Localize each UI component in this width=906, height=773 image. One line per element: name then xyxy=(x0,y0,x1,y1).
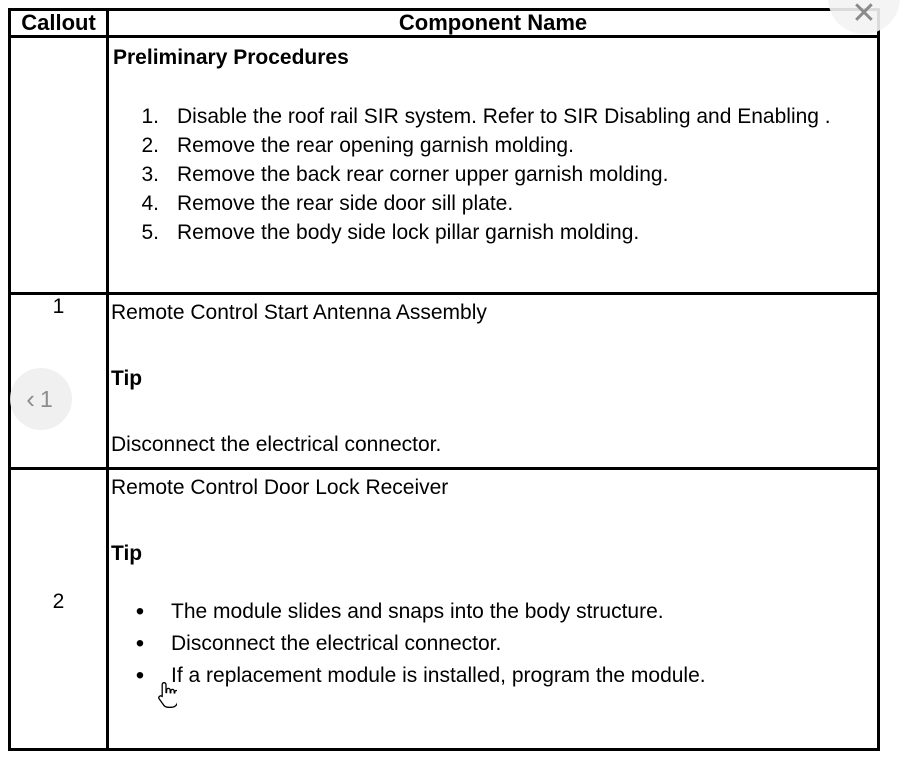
list-item-number: 1. xyxy=(141,105,159,129)
callout-cell-2: 2 xyxy=(8,467,109,752)
chevron-left-icon: ‹ xyxy=(26,384,38,414)
list-item-text: Remove the rear opening garnish molding. xyxy=(177,134,574,158)
list-item: 4. Remove the rear side door sill plate. xyxy=(109,190,877,219)
list-item-number: 5. xyxy=(141,221,159,245)
bullet-glyph: • xyxy=(135,597,145,625)
preliminary-procedures-list: 1. Disable the roof rail SIR system. Ref… xyxy=(109,103,877,248)
close-icon: ✕ xyxy=(851,0,877,31)
list-item-number: 4. xyxy=(141,192,159,216)
component-cell-1: Remote Control Start Antenna Assembly Ti… xyxy=(106,292,880,471)
list-item: 5. Remove the body side lock pillar garn… xyxy=(109,219,877,248)
component-name-text: Remote Control Start Antenna Assembly xyxy=(111,301,487,325)
list-item-text: If a replacement module is installed, pr… xyxy=(171,664,706,688)
callout-number: 1 xyxy=(52,295,65,319)
component-procedure-table: Callout Component Name Preliminary Proce… xyxy=(8,7,880,752)
component-name-text: Remote Control Door Lock Receiver xyxy=(111,476,449,500)
tip-bullet-list: • The module slides and snaps into the b… xyxy=(109,596,877,693)
list-item-text: The module slides and snaps into the bod… xyxy=(171,599,664,623)
list-item-text: Disable the roof rail SIR system. Refer … xyxy=(177,105,831,129)
previous-page-button[interactable]: ‹ 1 xyxy=(10,368,72,430)
callout-number: 2 xyxy=(52,590,65,614)
list-item: 2. Remove the rear opening garnish moldi… xyxy=(109,132,877,161)
list-item-number: 3. xyxy=(141,163,159,187)
list-item-text: Remove the rear side door sill plate. xyxy=(177,192,514,216)
list-item: 1. Disable the roof rail SIR system. Ref… xyxy=(109,103,877,132)
tip-text: Disconnect the electrical connector. xyxy=(111,432,442,456)
page-number-label: 1 xyxy=(39,385,56,412)
tip-label: Tip xyxy=(111,366,143,390)
list-item-number: 2. xyxy=(141,134,159,158)
table-row: 2 Remote Control Door Lock Receiver Tip … xyxy=(8,467,880,752)
callout-cell-empty xyxy=(8,35,109,296)
list-item: • Disconnect the electrical connector. xyxy=(109,628,877,660)
list-item-text: Disconnect the electrical connector. xyxy=(171,631,502,655)
table-row: 1 Remote Control Start Antenna Assembly … xyxy=(8,292,880,471)
header-callout: Callout xyxy=(8,7,109,39)
tip-label: Tip xyxy=(111,541,143,565)
list-item: 3. Remove the back rear corner upper gar… xyxy=(109,161,877,190)
list-item-text: Remove the body side lock pillar garnish… xyxy=(177,221,640,245)
preliminary-procedures-cell: Preliminary Procedures 1. Disable the ro… xyxy=(106,35,880,296)
list-item: • If a replacement module is installed, … xyxy=(109,660,877,692)
list-item-text: Remove the back rear corner upper garnis… xyxy=(177,163,669,187)
bullet-glyph: • xyxy=(135,629,145,657)
component-cell-2: Remote Control Door Lock Receiver Tip • … xyxy=(106,467,880,752)
callout-cell-1: 1 xyxy=(8,292,109,471)
preliminary-procedures-title: Preliminary Procedures xyxy=(113,46,349,70)
list-item: • The module slides and snaps into the b… xyxy=(109,596,877,628)
table-row: Preliminary Procedures 1. Disable the ro… xyxy=(8,35,880,296)
table-header-row: Callout Component Name xyxy=(8,7,880,39)
header-component-name: Component Name xyxy=(106,7,880,39)
bullet-glyph: • xyxy=(135,662,145,690)
